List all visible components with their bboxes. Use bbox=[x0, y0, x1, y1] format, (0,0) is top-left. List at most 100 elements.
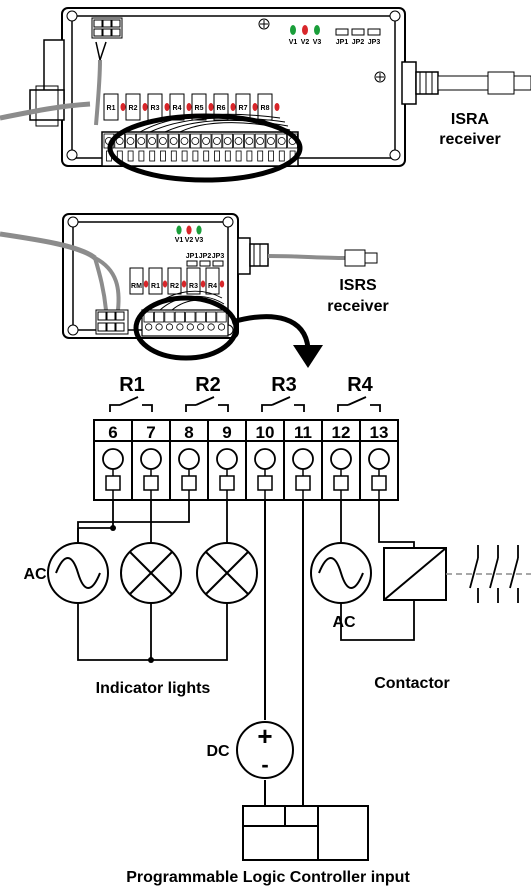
terminal-number: 7 bbox=[146, 423, 155, 442]
terminal-number: 6 bbox=[108, 423, 117, 442]
isra-terminal-clamp-icon bbox=[235, 150, 242, 162]
terminal-screw-icon bbox=[178, 448, 200, 470]
isra-terminal-screw-icon bbox=[169, 137, 178, 145]
ac-right-label: AC bbox=[332, 614, 356, 631]
isra-relay-icon bbox=[125, 93, 141, 121]
isra-terminal-clamp-icon bbox=[257, 150, 264, 162]
terminal-number: 9 bbox=[222, 423, 231, 442]
isrs-terminal-cell bbox=[174, 311, 185, 323]
indicator-lights-label: Indicator lights bbox=[96, 680, 211, 697]
isra-relay-icon bbox=[169, 93, 185, 121]
relay-label: R1 bbox=[119, 374, 145, 396]
isra-terminal-screw-icon bbox=[256, 137, 265, 145]
isrs-terminal-screw-icon bbox=[207, 323, 215, 331]
terminal-clamp-icon bbox=[333, 475, 349, 491]
isrs-terminal-cell bbox=[153, 311, 165, 323]
isra-terminal-clamp-icon bbox=[149, 150, 156, 162]
isra-relay-icon bbox=[103, 93, 119, 121]
isra-relay-label: R4 bbox=[173, 105, 182, 112]
relay-label: R4 bbox=[347, 374, 373, 396]
isrs-terminal-cell bbox=[205, 311, 217, 323]
isrs-terminal-cell bbox=[143, 311, 154, 323]
isra-terminal-clamp-icon bbox=[127, 150, 134, 162]
isra-terminal-clamp-icon bbox=[138, 150, 145, 162]
isra-relay-led-icon bbox=[120, 103, 126, 111]
isra-terminal-screw-icon bbox=[212, 137, 221, 145]
isrs-led-v3-label: V3 bbox=[195, 237, 204, 244]
indicator-lamp-2-icon bbox=[196, 542, 258, 604]
contactor-label: Contactor bbox=[374, 675, 450, 692]
isrs-relay-icon bbox=[205, 267, 220, 295]
isrs-relay-label: RM bbox=[131, 283, 142, 290]
isrs-terminal-screw-icon bbox=[217, 323, 226, 331]
relay-switch-icon bbox=[261, 396, 305, 412]
terminal-screw-icon bbox=[330, 448, 352, 470]
isra-subtitle: receiver bbox=[439, 131, 500, 148]
dc-source-icon: + - bbox=[236, 721, 294, 779]
ac-source-left-icon bbox=[47, 542, 109, 604]
isra-terminal-cell bbox=[254, 133, 266, 149]
isra-jumper-jp2-icon bbox=[351, 28, 365, 36]
isrs-relay-led-icon bbox=[162, 280, 168, 288]
isra-terminal-screw-icon bbox=[115, 137, 124, 145]
terminal-clamp-icon bbox=[105, 475, 121, 491]
terminal-clamp-icon bbox=[371, 475, 387, 491]
isra-led-v2-label: V2 bbox=[301, 39, 310, 46]
terminal-number: 8 bbox=[184, 423, 193, 442]
isra-terminal-highlight bbox=[107, 113, 303, 183]
isra-terminal-screw-icon bbox=[277, 137, 286, 145]
terminal-number: 10 bbox=[256, 423, 275, 442]
isrs-relay-icon bbox=[186, 267, 201, 295]
isrs-led-v3-icon bbox=[196, 225, 202, 235]
isrs-led-v2-label: V2 bbox=[185, 237, 194, 244]
isrs-terminal-cell bbox=[185, 311, 196, 323]
isra-terminal-clamp-icon bbox=[268, 150, 274, 162]
relay-label: R3 bbox=[271, 374, 297, 396]
isra-relay-led-icon bbox=[252, 103, 258, 111]
isra-terminal-clamp-icon bbox=[278, 150, 285, 162]
plc-input-module bbox=[242, 805, 369, 861]
isrs-terminal-screw-icon bbox=[155, 323, 163, 331]
terminal-clamp-icon bbox=[143, 475, 159, 491]
terminal-clamp-icon bbox=[257, 475, 273, 491]
isra-relay-label: R3 bbox=[151, 105, 160, 112]
terminal-screw-icon bbox=[216, 448, 238, 470]
isra-terminal-clamp-icon bbox=[224, 150, 231, 162]
isra-led-v1-label: V1 bbox=[289, 39, 298, 46]
isrs-terminal-highlight bbox=[133, 295, 239, 361]
isra-terminal-clamp-icon bbox=[214, 150, 220, 162]
plc-label: Programmable Logic Controller input bbox=[126, 869, 410, 886]
relay-switch-icon bbox=[185, 396, 229, 412]
isrs-jumper-jp3-label: JP3 bbox=[212, 253, 225, 260]
terminal-screw-icon bbox=[368, 448, 390, 470]
terminal-number: 12 bbox=[332, 423, 351, 442]
isra-terminal-cell bbox=[211, 133, 223, 149]
isra-relay-led-icon bbox=[142, 103, 148, 111]
isrs-relay-label: R2 bbox=[170, 283, 179, 290]
dc-label: DC bbox=[206, 743, 230, 760]
isrs-relay-icon bbox=[167, 267, 182, 295]
isrs-relay-led-icon bbox=[181, 280, 187, 288]
isra-terminal-cell bbox=[243, 133, 255, 149]
isrs-relay-led-icon bbox=[200, 280, 206, 288]
isra-led-group: V1 V2 V3 bbox=[289, 25, 321, 46]
isra-terminal-clamp-icon bbox=[170, 150, 177, 162]
isra-title: ISRA bbox=[451, 111, 490, 128]
isra-terminal-cell bbox=[157, 133, 169, 149]
indicator-lamp-1-icon bbox=[120, 542, 182, 604]
isrs-terminal-screw-icon bbox=[165, 323, 174, 331]
isrs-relay-label: R3 bbox=[189, 283, 198, 290]
isra-terminal-screw-icon bbox=[266, 137, 275, 145]
terminal-number: 11 bbox=[294, 423, 312, 442]
terminal-clamp-icon bbox=[181, 475, 197, 491]
isrs-relay-icon bbox=[129, 267, 144, 295]
isra-terminal-cell bbox=[168, 133, 180, 149]
terminal-number: 13 bbox=[370, 423, 389, 442]
isra-terminal-screw-icon bbox=[223, 137, 232, 145]
isra-terminal-screw-icon bbox=[126, 137, 135, 145]
isra-terminal-cell bbox=[200, 133, 212, 149]
contactor-contacts-icon bbox=[469, 545, 519, 603]
isrs-jumper-jp2-icon bbox=[199, 260, 211, 267]
